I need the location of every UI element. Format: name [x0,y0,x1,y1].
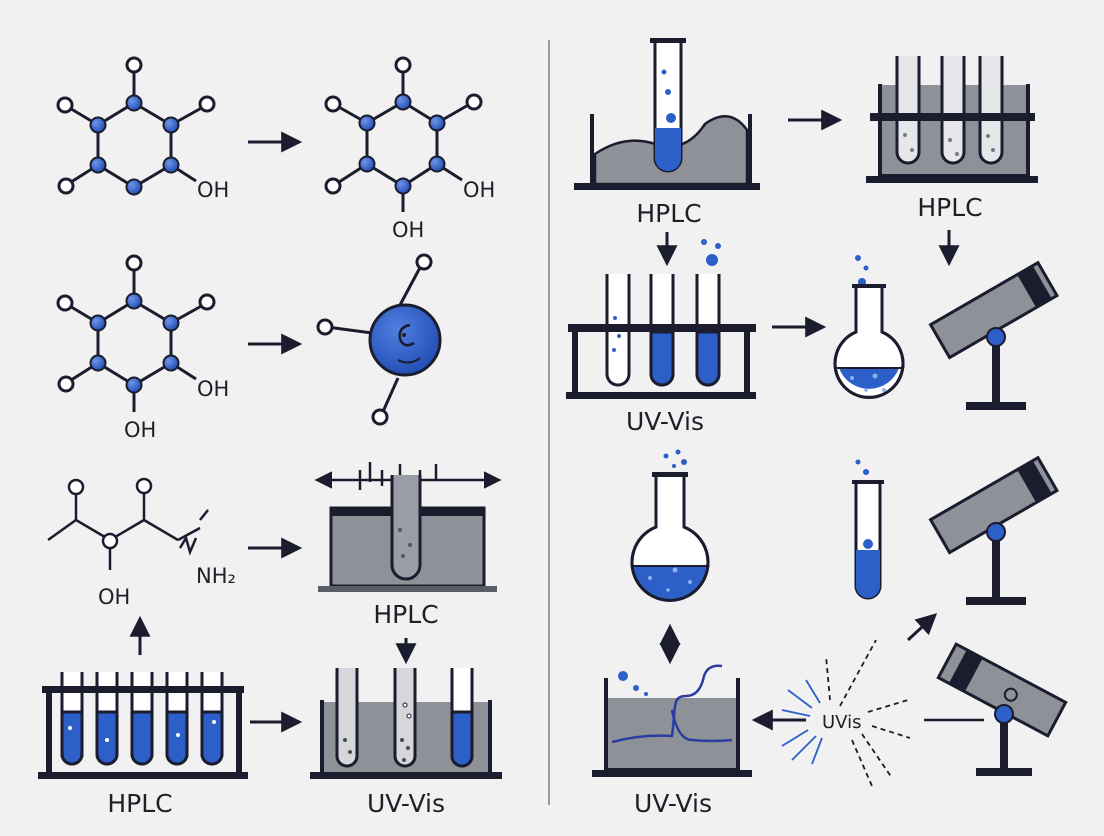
oh-label-1: OH [197,178,229,202]
oh-label-3: OH [392,218,424,242]
telescope-spectrometer-icon [928,260,1060,410]
telescope-spectrometer-icon-3 [936,642,1068,776]
telescope-spectrometer-icon-2 [928,455,1060,605]
molecule-ring-icon-2 [56,254,216,412]
round-flask-icon-2 [630,449,710,602]
hydroxyl-molecule-icon [324,56,483,212]
sphere-molecule-icon [316,253,442,426]
test-tube-rack-icon [38,672,248,779]
uvvis-tube-rack-icon [566,239,756,399]
uvvis-label-bottom-right: UV-Vis [634,789,712,818]
oh-label-6: OH [98,585,130,609]
oh-label-4: OH [197,377,229,401]
molecule-ring-icon [56,56,216,196]
hplc-tube-rack-icon [866,56,1038,183]
beaker-bath-icon [574,38,760,190]
uvvis-label-right-mid: UV-Vis [626,407,704,436]
light-burst-icon [781,639,911,787]
single-test-tube-icon [852,459,884,600]
electrophoresis-tank-icon [314,462,502,592]
spectrum-graph-icon [592,664,752,777]
oh-label-2: OH [463,178,495,202]
hplc-label-top-right-2: HPLC [917,193,982,222]
amino-acid-chain-icon [47,477,209,570]
uvvis-label-bottom-mid: UV-Vis [367,789,445,818]
arrow-diagonal [906,613,938,642]
nh2-label: NH₂ [196,564,236,588]
round-flask-icon [833,255,905,399]
chromatography-bath-icon [310,668,502,779]
oh-label-5: OH [124,418,156,442]
hplc-label-mid: HPLC [373,600,438,629]
uvis-burst-label: UVis [822,712,861,733]
hplc-label-bottom: HPLC [107,789,172,818]
hplc-label-top-right-1: HPLC [636,199,701,228]
